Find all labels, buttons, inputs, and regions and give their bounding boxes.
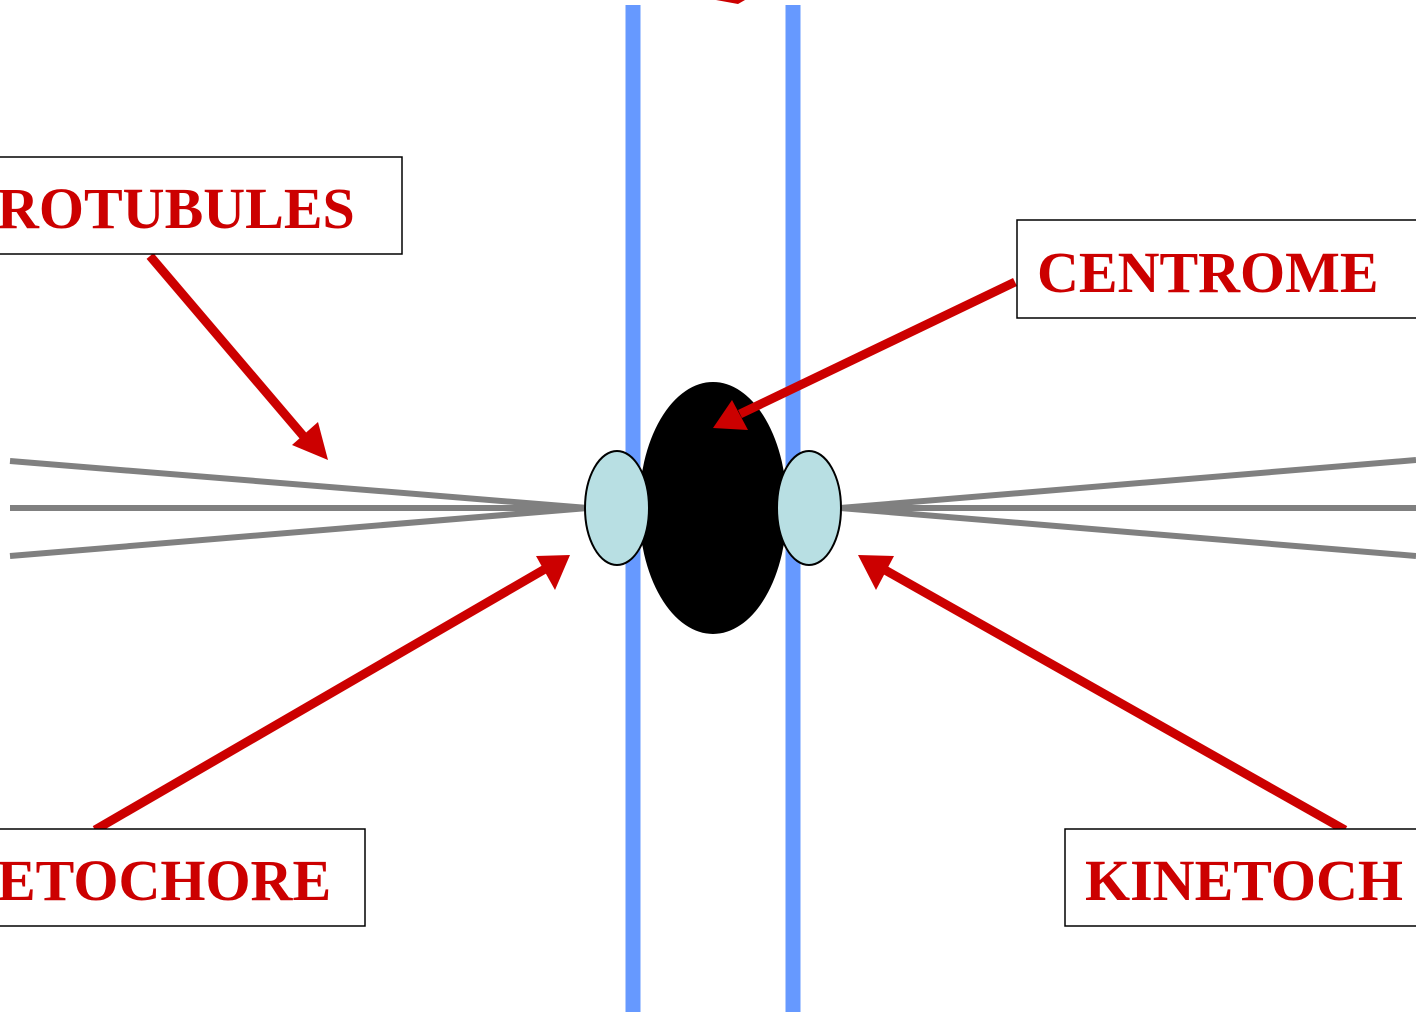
label-kinetochore-right: KINETOCH [1065,829,1416,926]
microtubule-line [10,508,588,556]
microtubule-line [840,508,1416,556]
centromere [640,383,786,633]
kinetochore-left [585,451,649,565]
arrow-to-microtubules [150,256,328,460]
top-arrow-fragment [716,0,745,4]
microtubules-left [10,461,588,556]
microtubule-line [10,461,588,508]
label-kinetochore-left: ETOCHORE [0,829,365,926]
arrow-to-kinetochore-right [858,555,1345,830]
label-centromere-text: CENTROME [1037,240,1379,305]
label-kinetochore-right-text: KINETOCH [1085,848,1403,913]
microtubules-right [840,460,1416,556]
microtubule-line [840,460,1416,508]
arrow-to-kinetochore-left [95,555,570,830]
kinetochore-right [777,451,841,565]
label-microtubules: ROTUBULES [0,157,402,254]
label-kinetochore-left-text: ETOCHORE [0,848,331,913]
arrow-to-centromere [713,282,1015,430]
label-microtubules-text: ROTUBULES [0,176,355,241]
label-centromere: CENTROME [1017,220,1416,318]
